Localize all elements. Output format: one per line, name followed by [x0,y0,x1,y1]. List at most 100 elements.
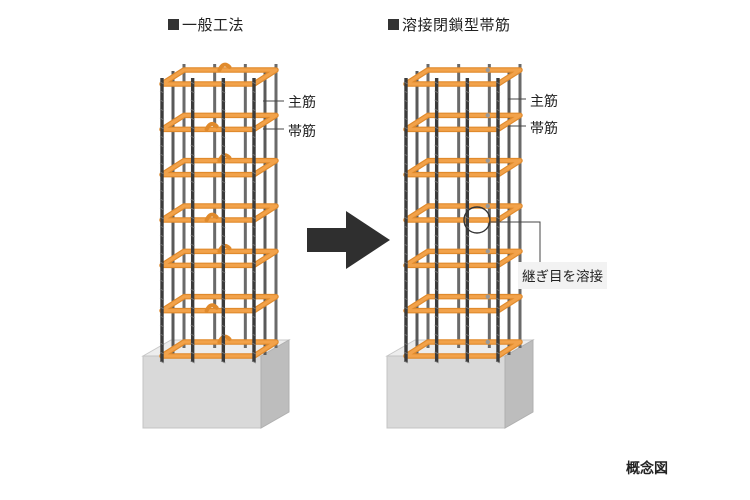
bar-rib [403,243,409,247]
bar-rib [465,153,470,157]
bar-rib [159,360,165,364]
label-hoop-right: 帯筋 [530,121,558,137]
bar-rib [251,342,257,346]
bar-rib [190,234,195,238]
bar-rib [251,99,257,103]
bar-rib [495,153,501,157]
bar-rib [251,162,257,166]
weld-joint [485,113,490,118]
bar-rib [403,90,409,94]
bar-rib [190,315,195,319]
bar-rib [190,306,195,310]
bar-rib [434,315,439,319]
bar-rib [495,189,501,193]
bar-rib [251,306,257,310]
bar-rib [190,99,195,103]
bar-rib [495,342,501,346]
bar-rib [434,180,439,184]
bar-rib [465,126,470,130]
bar-rib [495,234,501,238]
bar-rib [403,189,409,193]
bar-rib [465,243,470,247]
weld-joint [485,339,490,345]
bar-rib [434,90,439,94]
bar-rib [251,225,257,229]
bar-rib [495,81,501,85]
bar-rib [159,306,165,310]
bar-rib [159,297,165,301]
bar-rib [465,315,470,319]
bar-rib [403,162,409,166]
bar-rib [159,234,165,238]
label-main-bar-left: 主筋 [288,95,316,111]
bar-rib [434,297,439,301]
bar-rib [495,243,501,247]
bar-rib [403,81,409,85]
bar-rib [465,216,470,220]
bar-rib [495,270,501,274]
bar-rib [434,333,439,337]
bar-rib [465,351,470,355]
bar-rib [465,90,470,94]
bar-rib [465,189,470,193]
bar-rib [221,270,226,274]
bar-rib [159,153,165,157]
bar-rib [434,108,439,112]
bar-rib [403,135,409,139]
weld-point-marker [463,206,491,234]
bar-rib [159,189,165,193]
bar-rib [403,360,409,364]
bar-rib [221,198,226,202]
bar-rib [190,279,195,283]
bar-rib [221,288,226,292]
bar-rib [434,324,439,328]
bar-rib [190,324,195,328]
bar-rib [251,180,257,184]
bar-rib [465,117,470,121]
bar-rib [190,90,195,94]
bar-rib [465,171,470,175]
bar-rib [221,90,226,94]
bar-rib [251,324,257,328]
bar-rib [434,360,439,364]
bar-rib [403,333,409,337]
bar-rib [190,81,195,85]
bar-rib [403,315,409,319]
bar-rib [251,243,257,247]
weld-joint [485,249,490,254]
bar-rib [434,207,439,211]
bar-rib [434,171,439,175]
bar-rib [221,243,226,247]
bar-rib [221,144,226,148]
bar-rib [434,288,439,292]
bar-rib [251,360,257,364]
bar-rib [495,108,501,112]
bar-rib [221,171,226,175]
bar-rib [190,225,195,229]
bar-rib [403,225,409,229]
bar-rib [495,288,501,292]
bar-rib [251,270,257,274]
bar-rib [465,297,470,301]
bar-rib [251,297,257,301]
heading-conventional: 一般工法 [168,14,244,35]
bar-rib [159,324,165,328]
bar-rib [465,360,470,364]
bar-rib [221,333,226,337]
bar-rib [434,135,439,139]
bar-rib [251,108,257,112]
bar-rib [221,108,226,112]
heading-conventional-text: 一般工法 [182,16,245,34]
hoop-hook [204,212,219,222]
bar-rib [495,117,501,121]
bar-rib [251,117,257,121]
bar-rib [495,261,501,265]
bar-rib [190,243,195,247]
bar-rib [190,189,195,193]
bar-rib [159,351,165,355]
bar-rib [190,288,195,292]
bar-rib [159,99,165,103]
bar-rib [465,306,470,310]
bar-rib [434,342,439,346]
